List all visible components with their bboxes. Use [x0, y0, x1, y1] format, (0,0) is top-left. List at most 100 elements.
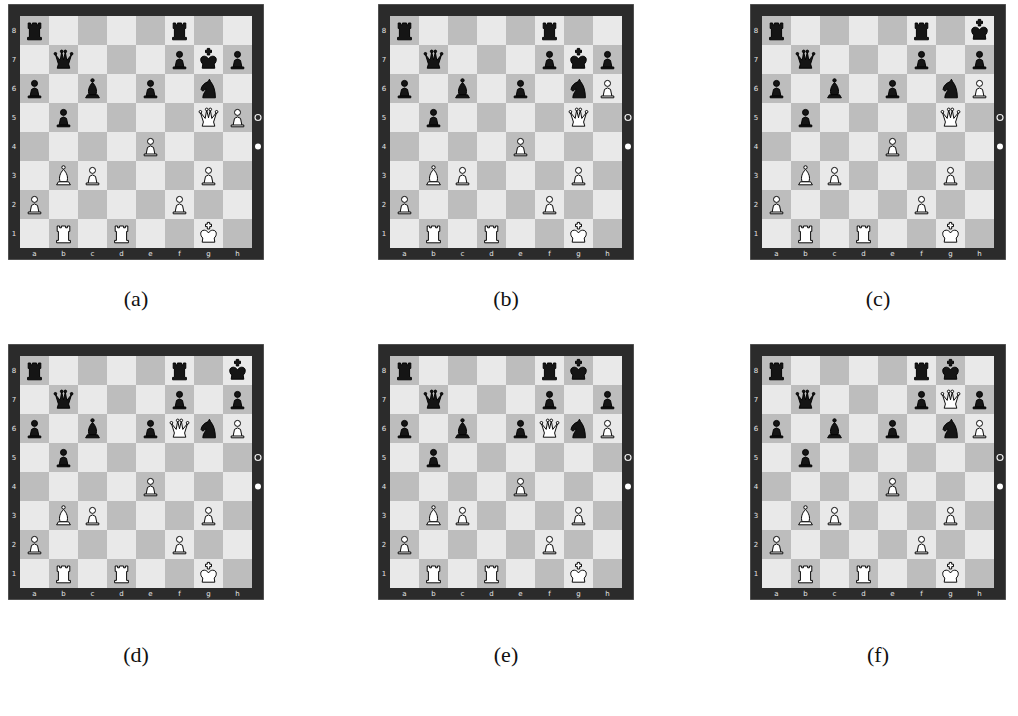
board-square	[791, 385, 820, 414]
side-indicator	[255, 115, 261, 121]
board-square	[194, 356, 223, 385]
chess-piece	[230, 359, 246, 379]
chess-piece	[944, 167, 957, 184]
board-square	[907, 472, 936, 501]
file-coordinate: g	[576, 590, 580, 598]
board-square	[791, 190, 820, 219]
board-square	[593, 219, 622, 248]
board-square	[907, 443, 936, 472]
board-square	[965, 559, 994, 588]
rank-coordinate: 2	[12, 201, 16, 209]
chess-piece	[770, 363, 784, 380]
board-square	[965, 356, 994, 385]
chess-piece	[973, 51, 986, 68]
board-square	[849, 190, 878, 219]
board-square	[564, 414, 593, 443]
file-coordinate: b	[431, 590, 435, 598]
rank-coordinate: 3	[12, 172, 16, 180]
board-square	[107, 74, 136, 103]
file-coordinate: b	[803, 590, 807, 598]
board-square	[419, 414, 448, 443]
board-square	[564, 385, 593, 414]
chess-piece	[57, 109, 70, 126]
board-square	[477, 385, 506, 414]
board-square	[448, 190, 477, 219]
side-indicator	[997, 484, 1003, 490]
board-square	[165, 45, 194, 74]
chess-piece	[144, 478, 157, 495]
board-square	[78, 45, 107, 74]
board-caption: (a)	[124, 286, 148, 312]
board-square	[564, 132, 593, 161]
rank-coordinate: 4	[754, 143, 758, 151]
board-square	[107, 356, 136, 385]
file-coordinate: c	[833, 250, 837, 258]
board-square	[49, 501, 78, 530]
board-square	[49, 472, 78, 501]
board-square	[165, 559, 194, 588]
board-caption: (e)	[494, 642, 518, 668]
board-square	[223, 356, 252, 385]
chess-piece	[514, 420, 527, 437]
board-square	[194, 132, 223, 161]
board-square	[390, 45, 419, 74]
board-caption: (f)	[867, 642, 889, 668]
file-coordinate: f	[178, 590, 180, 598]
board-square	[136, 559, 165, 588]
board-square	[593, 190, 622, 219]
file-coordinate: c	[461, 250, 465, 258]
chess-piece	[427, 506, 441, 525]
board-square	[791, 530, 820, 559]
board-square	[78, 132, 107, 161]
board-square	[593, 74, 622, 103]
chess-piece	[770, 196, 783, 213]
rank-coordinate: 4	[12, 143, 16, 151]
file-coordinate: e	[518, 250, 522, 258]
board-square	[49, 356, 78, 385]
file-coordinate: c	[833, 590, 837, 598]
chess-piece	[57, 226, 71, 243]
chess-piece	[456, 419, 470, 438]
chess-piece	[424, 390, 443, 408]
board-square	[936, 443, 965, 472]
chess-piece	[828, 167, 841, 184]
board-square	[49, 190, 78, 219]
chess-piece	[427, 449, 440, 466]
chess-piece	[799, 226, 813, 243]
board-square	[820, 530, 849, 559]
board-square	[136, 530, 165, 559]
rank-coordinate: 6	[12, 85, 16, 93]
board-square	[194, 385, 223, 414]
board-square	[448, 74, 477, 103]
file-coordinate: d	[489, 250, 493, 258]
file-coordinate: h	[605, 250, 609, 258]
chess-piece	[857, 226, 871, 243]
board-square	[78, 501, 107, 530]
board-square	[107, 472, 136, 501]
rank-coordinate: 1	[12, 230, 16, 238]
board-square	[448, 559, 477, 588]
chess-piece	[86, 507, 99, 524]
board-square	[762, 74, 791, 103]
file-coordinate: b	[61, 250, 65, 258]
rank-coordinate: 4	[12, 483, 16, 491]
board-square	[564, 74, 593, 103]
board-square	[78, 559, 107, 588]
board-square	[506, 443, 535, 472]
chess-piece	[943, 419, 957, 438]
chess-board: 87654321abcdefgh	[378, 344, 634, 600]
board-square	[936, 414, 965, 443]
board-square	[49, 45, 78, 74]
board-square	[390, 472, 419, 501]
chess-piece	[572, 167, 585, 184]
board-square	[390, 530, 419, 559]
board-square	[965, 161, 994, 190]
chess-board: 87654321abcdefgh	[378, 4, 634, 260]
board-square	[965, 414, 994, 443]
board-square	[535, 472, 564, 501]
board-square	[849, 472, 878, 501]
chess-piece	[398, 420, 411, 437]
board-square	[78, 356, 107, 385]
board-square	[535, 356, 564, 385]
